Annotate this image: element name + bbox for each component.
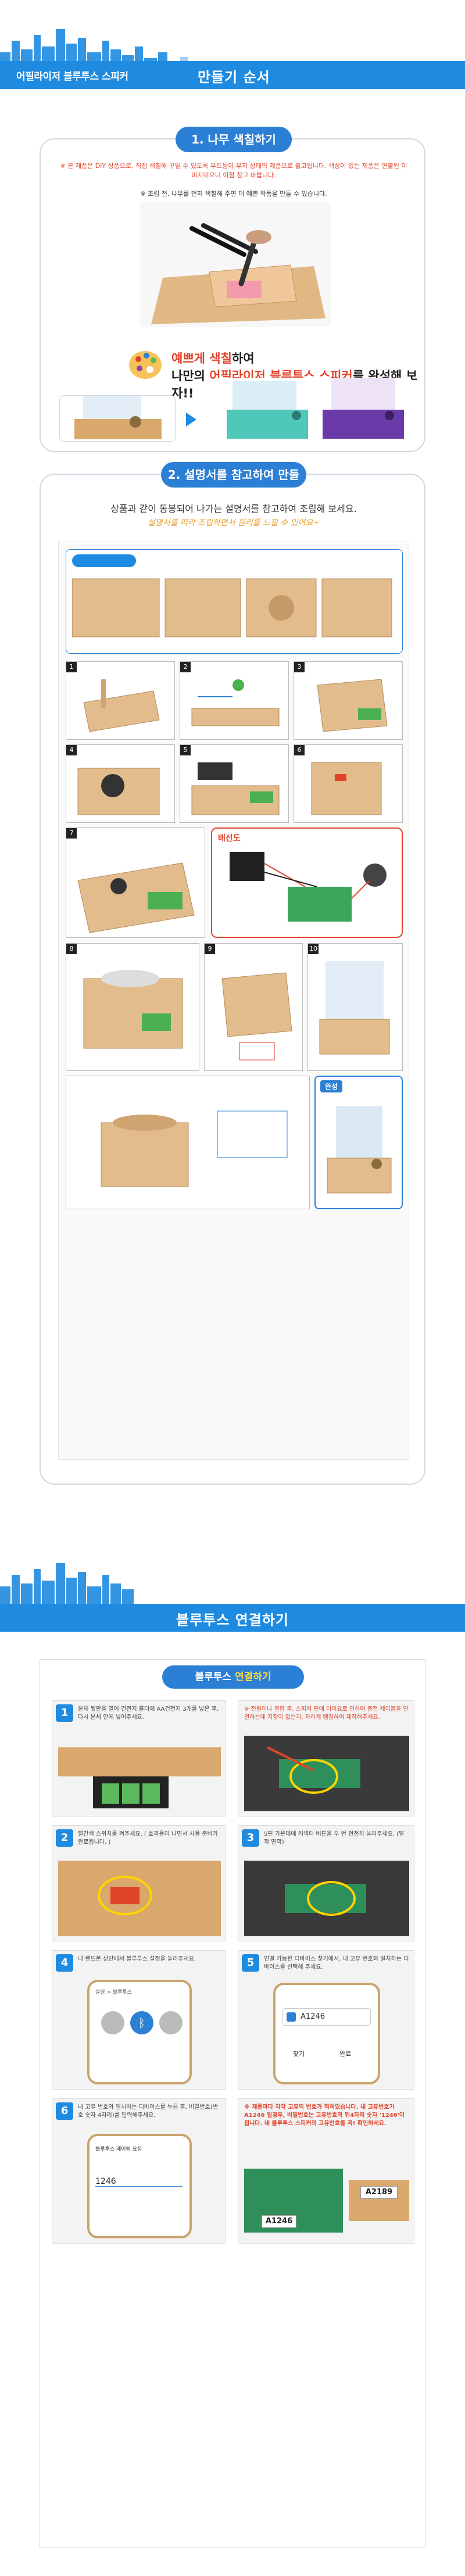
product-series-label: 어필라이저 블루투스 스피커 xyxy=(16,71,128,83)
step-final-assembly xyxy=(66,1076,310,1209)
step-number: 6 xyxy=(294,745,305,755)
bt-step-2: 2 빨간색 스위치를 켜주세요. ( 효과음이 나면서 사용 준비가 완료됩니다… xyxy=(52,1825,226,1941)
bluetooth-icon[interactable]: ᛒ xyxy=(130,2011,153,2034)
bt-step-6: 6 내 고유 번호와 일치하는 디바이스를 누른 후, 비밀번호(번호 숫자 4… xyxy=(52,2098,226,2244)
device-code-sticker: A1246 xyxy=(262,2215,296,2228)
step-instruction: 본체 뒷판을 열어 건전지 홀더에 AA건전지 3개를 넣은 후, 다시 본체 … xyxy=(78,1706,219,1721)
bt-step-4: 4 내 핸드폰 상단에서 블루투스 설정을 눌러주세요. 설정 > 블루투스 ᛒ xyxy=(52,1950,226,2090)
assembly-manual-image: 1 2 3 4 5 6 7 배선도 8 9 10 완성 xyxy=(58,542,409,1460)
complete-label: 완성 xyxy=(320,1080,343,1092)
bluetooth-device-icon xyxy=(287,2012,296,2022)
wiring-diagram: 배선도 xyxy=(211,827,403,938)
step-number: 1 xyxy=(66,662,77,672)
step-instruction: 내 핸드폰 상단에서 블루투스 설정을 눌러주세요. xyxy=(78,1956,196,1962)
step-number: 9 xyxy=(205,944,215,954)
step-number: 5 xyxy=(242,1954,259,1972)
step-number: 3 xyxy=(242,1829,259,1847)
slogan-highlight-1: 예쁘게 색칠 xyxy=(171,352,232,366)
phone-mockup-settings: 설정 > 블루투스 ᛒ xyxy=(87,1980,192,2084)
airplane-icon xyxy=(159,2011,183,2034)
phone-mockup-device-list: A1246 찾기 완료 xyxy=(273,1983,380,2084)
phone-setting-label: 설정 > 블루투스 xyxy=(95,1990,132,1995)
bluetooth-panel-heading: 블루투스 연결하기 xyxy=(162,1665,304,1689)
manual-description: 상품과 같이 동봉되어 나가는 설명서를 참고하여 조립해 보세요. xyxy=(110,503,357,514)
section-coloring-card: 1. 나무 색칠하기 ※ 본 제품은 DIY 상품으로, 직접 색칠해 꾸밀 수… xyxy=(40,127,425,452)
step-7: 7 xyxy=(66,827,205,938)
step-5: 5 xyxy=(180,744,289,823)
step-number: 6 xyxy=(56,2102,73,2120)
palette-icon xyxy=(129,351,162,379)
section-coloring-title: 1. 나무 색칠하기 xyxy=(176,127,292,152)
step-8: 8 xyxy=(66,943,199,1071)
phone-mockup-pin: 블루투스 페어링 요청 1246 xyxy=(87,2134,192,2238)
panel-heading-text-b: 연결하기 xyxy=(234,1671,271,1683)
step-instruction: 빨간색 스위치를 켜주세요. ( 효과음이 나면서 사용 준비가 완료됩니다. … xyxy=(78,1831,218,1846)
bt-step-device-code-note: ※ 제품마다 각각 고유의 번호가 적혀있습니다. 내 고유번호가 A1246 … xyxy=(238,2098,414,2244)
plain-speaker-photo xyxy=(59,395,176,442)
step-number: 2 xyxy=(180,662,191,672)
step-4: 4 xyxy=(66,744,175,823)
step-number: 5 xyxy=(180,745,191,755)
step-number: 10 xyxy=(308,944,319,954)
solder-warning: ※ 전원이나 결합 후, 스피커 핀에 더미요로 인하여 충전 케이블을 연결하… xyxy=(244,1706,409,1721)
bt-step-1: 1 본체 뒷판을 열어 건전지 홀더에 AA건전지 3개를 넣은 후, 다시 본… xyxy=(52,1700,226,1817)
manual-subdescription: 설명서를 따라 조립하면서 원리를 느낄 수 있어요~ xyxy=(147,518,320,528)
step-10: 10 xyxy=(307,943,403,1071)
wiring-label: 배선도 xyxy=(218,834,241,843)
step-2: 2 xyxy=(180,661,289,740)
step-number: 4 xyxy=(56,1954,73,1972)
step-instruction: 5핀 가운데에 커넥터 버튼을 두 번 천천히 눌러주세요. (딸깍 딸깍) xyxy=(264,1831,405,1846)
step-9: 9 xyxy=(204,943,303,1071)
device-code: A1246 xyxy=(301,2012,325,2021)
step-instruction: 내 고유 번호와 일치하는 디바이스를 누른 후, 비밀번호(번호 숫자 4자리… xyxy=(78,2104,218,2119)
search-button[interactable]: 찾기 xyxy=(293,2050,305,2058)
bt-step-warning: ※ 전원이나 결합 후, 스피커 핀에 더미요로 인하여 충전 케이블을 연결하… xyxy=(238,1700,414,1817)
step-number: 8 xyxy=(66,944,77,954)
pin-request-label: 블루투스 페어링 요청 xyxy=(95,2147,142,2152)
slogan-text-1: 하여 xyxy=(231,352,255,366)
diy-notice: ※ 본 제품은 DIY 상품으로, 직접 색칠해 꾸밀 수 있도록 무드등이 무… xyxy=(60,162,407,179)
parts-board xyxy=(66,549,403,654)
top-banner: 어필라이저 블루투스 스피커 만들기 순서 xyxy=(0,0,465,96)
colored-speakers-photo xyxy=(215,378,413,445)
bt-step-5: 5 연결 가능한 디바이스 찾기에서, 내 고유 번호와 일치하는 디바이스를 … xyxy=(238,1950,414,2090)
title-bar: 어필라이저 블루투스 스피커 만들기 순서 xyxy=(0,61,465,89)
step-3: 3 xyxy=(294,661,403,740)
device-list-item[interactable]: A1246 xyxy=(282,2008,371,2026)
step-number: 3 xyxy=(294,662,305,672)
bluetooth-title-bar: 블루투스 연결하기 xyxy=(0,1604,465,1632)
bluetooth-skyline-graphic xyxy=(0,1563,134,1610)
wifi-icon xyxy=(101,2011,124,2034)
arrow-icon xyxy=(186,413,196,427)
step-number: 2 xyxy=(56,1829,73,1847)
coloring-tip: ※ 조립 전, 나무를 먼저 색칠해 주면 더 예쁜 작품을 만들 수 있습니다… xyxy=(140,190,327,198)
section-manual-card: 2. 설명서를 참고하여 만들기! 상품과 같이 동봉되어 나가는 설명서를 참… xyxy=(40,462,425,1485)
complete-box: 완성 xyxy=(314,1076,403,1209)
pin-input[interactable]: 1246 xyxy=(95,2177,183,2187)
device-code-note: ※ 제품마다 각각 고유의 번호가 적혀있습니다. 내 고유번호가 A1246 … xyxy=(244,2104,405,2127)
device-code-sticker-2: A2189 xyxy=(360,2186,398,2199)
section-manual-title: 2. 설명서를 참고하여 만들기! xyxy=(161,462,306,507)
step-1: 1 xyxy=(66,661,175,740)
slogan-text-2a: 나만의 xyxy=(171,369,210,383)
bt-step-3: 3 5핀 가운데에 커넥터 버튼을 두 번 천천히 눌러주세요. (딸깍 딸깍) xyxy=(238,1825,414,1941)
page-title: 만들기 순서 xyxy=(198,69,270,85)
step-number: 1 xyxy=(56,1704,73,1722)
step-number: 7 xyxy=(66,828,77,839)
step-number: 4 xyxy=(66,745,77,755)
panel-heading-text-a: 블루투스 xyxy=(195,1671,235,1683)
bluetooth-section-title: 블루투스 연결하기 xyxy=(176,1612,289,1628)
done-button[interactable]: 완료 xyxy=(339,2050,352,2058)
coloring-photo xyxy=(140,202,331,327)
step-6: 6 xyxy=(294,744,403,823)
bluetooth-guide-panel: 블루투스 연결하기 1 본체 뒷판을 열어 건전지 홀더에 AA건전지 3개를 … xyxy=(40,1659,425,2548)
step-instruction: 연결 가능한 디바이스 찾기에서, 내 고유 번호와 일치하는 디바이스를 선택… xyxy=(264,1956,409,1970)
